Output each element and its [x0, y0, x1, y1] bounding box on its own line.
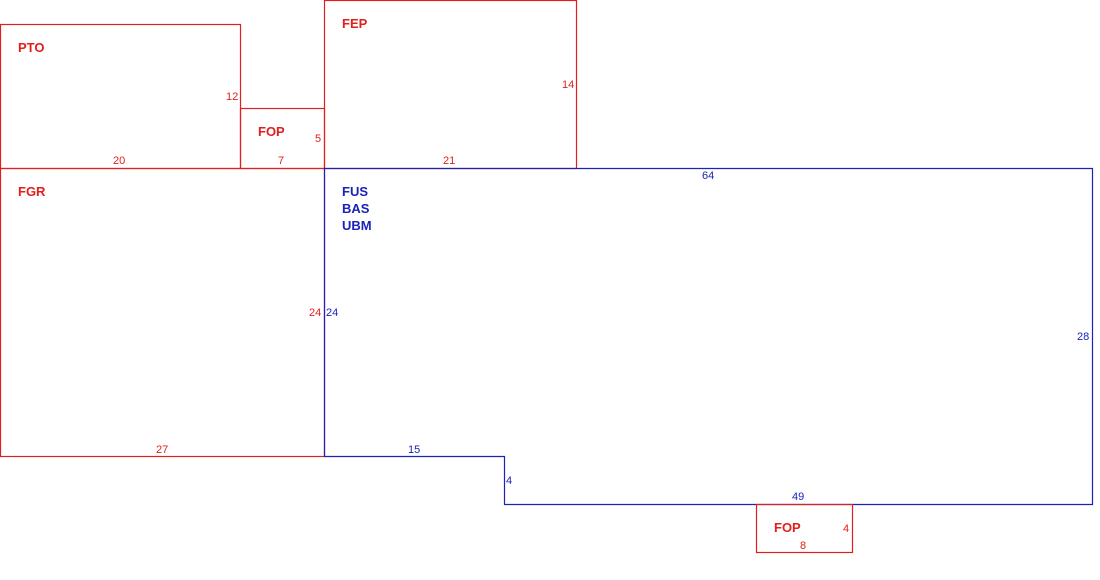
- area-fgr: FGR 24 27: [0, 167, 326, 458]
- area-fop-top-dim-bottom: 7: [278, 155, 284, 167]
- area-fgr-outline: [0, 167, 326, 458]
- area-fop-top: FOP 5 7: [239, 107, 326, 170]
- area-fgr-label: FGR: [18, 184, 46, 199]
- area-pto-dim-right: 12: [226, 91, 238, 103]
- area-fop-bottom-dim-right: 4: [843, 523, 849, 535]
- area-main-dim-bottom-right: 49: [792, 491, 804, 503]
- area-main-dim-bottom-left: 15: [408, 444, 420, 456]
- area-main-dim-left: 24: [326, 307, 338, 319]
- area-fop-bottom-dim-bottom: 8: [800, 540, 806, 552]
- area-fgr-dim-right: 24: [309, 307, 321, 319]
- area-main-dim-top: 64: [702, 170, 714, 182]
- area-fgr-dim-bottom: 27: [156, 444, 168, 456]
- area-fep-label: FEP: [342, 16, 368, 31]
- area-fop-bottom-outline: [755, 503, 854, 554]
- area-fop-top-label: FOP: [258, 124, 285, 139]
- area-pto: PTO 12 20: [0, 23, 242, 170]
- area-main-dim-right: 28: [1077, 331, 1089, 343]
- area-fop-top-dim-right: 5: [315, 133, 321, 145]
- area-fop-bottom-label: FOP: [774, 520, 801, 535]
- area-main-outline: [323, 167, 1094, 506]
- area-fep-dim-bottom: 21: [443, 155, 455, 167]
- area-pto-label: PTO: [18, 40, 45, 55]
- area-fop-bottom: FOP 4 8: [755, 503, 854, 554]
- area-fep-dim-right: 14: [562, 79, 574, 91]
- area-main: FUS BAS UBM 64 24 28 15 4 49: [323, 167, 1094, 506]
- area-pto-dim-bottom: 20: [113, 155, 125, 167]
- area-main-label-2: BAS: [342, 201, 370, 216]
- area-main-dim-step: 4: [506, 475, 512, 487]
- area-main-label-1: FUS: [342, 184, 368, 199]
- area-main-label-3: UBM: [342, 218, 372, 233]
- area-fep: FEP 14 21: [323, 0, 578, 170]
